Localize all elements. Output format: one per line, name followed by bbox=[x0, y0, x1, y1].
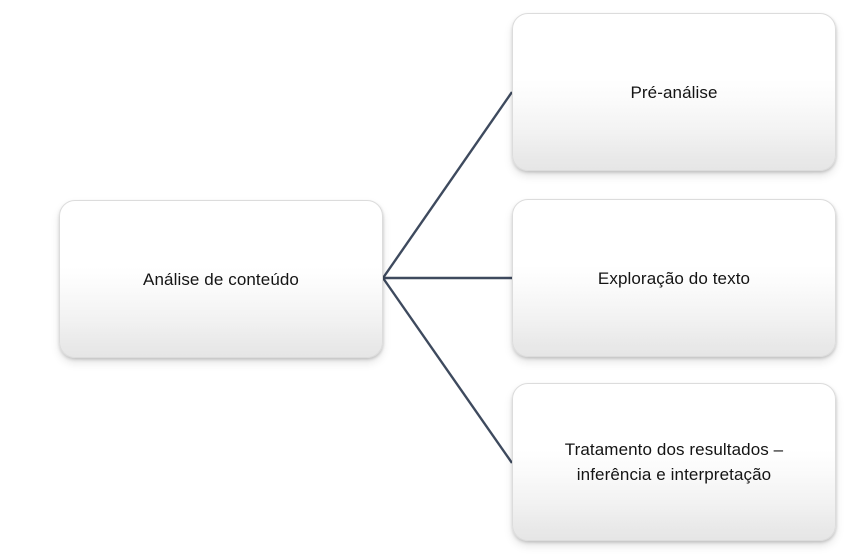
node-label-analise-de-conteudo: Análise de conteúdo bbox=[143, 269, 299, 289]
connector-root-to-tratamento bbox=[382, 277, 513, 464]
node-pre-analise[interactable]: Pré-análise bbox=[512, 13, 836, 171]
connector-root-to-pre-analise bbox=[382, 91, 513, 279]
node-label-tratamento-dos-resultados: Tratamento dos resultados – inferência e… bbox=[564, 440, 784, 484]
node-label-exploracao-do-texto: Exploração do texto bbox=[597, 268, 751, 288]
node-label-pre-analise: Pré-análise bbox=[630, 82, 718, 102]
node-analise-de-conteudo[interactable]: Análise de conteúdo bbox=[59, 200, 383, 358]
node-exploracao-do-texto[interactable]: Exploração do texto bbox=[512, 199, 836, 357]
node-tratamento-dos-resultados[interactable]: Tratamento dos resultados – inferência e… bbox=[512, 383, 836, 541]
